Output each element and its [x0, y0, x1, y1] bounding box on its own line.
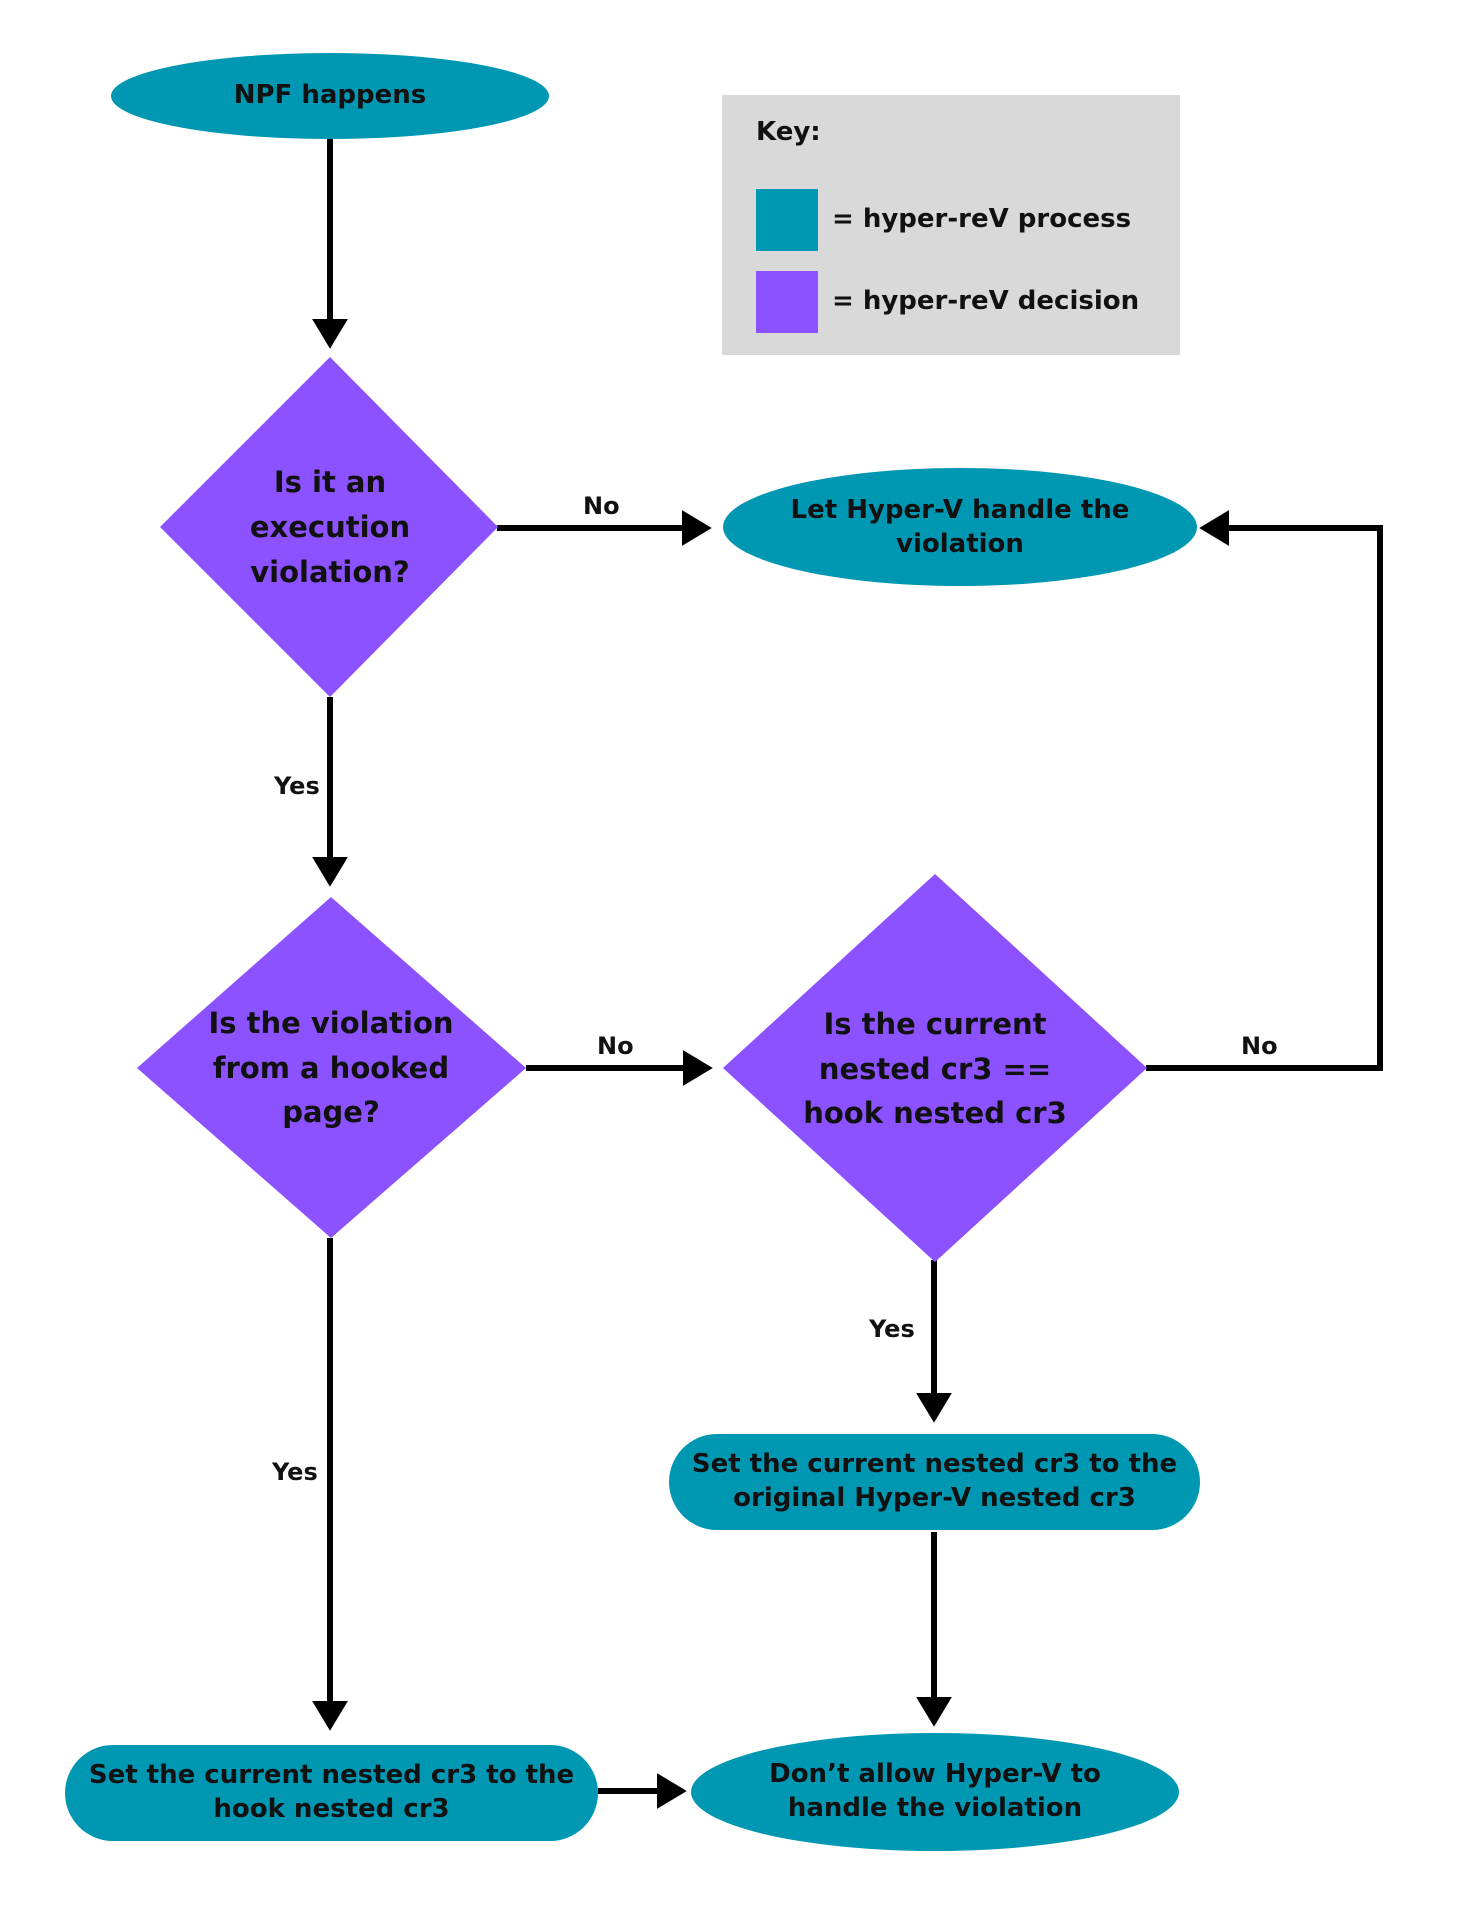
edge-label-hooked-no: No	[597, 1032, 634, 1060]
process-key-label: = hyper-reV process	[832, 204, 1132, 234]
set-hook-node	[65, 1745, 598, 1841]
start-node-label: NPF happens	[233, 80, 427, 111]
edge-label-exec-yes: Yes	[274, 772, 320, 800]
let-hyperv-node	[723, 468, 1197, 586]
let-hyperv-label: Let Hyper-V handle the violation	[790, 495, 1130, 559]
set-original-node	[669, 1434, 1200, 1530]
set-original-label: Set the current nested cr3 to the origin…	[691, 1449, 1178, 1513]
edge-label-hooked-yes: Yes	[272, 1458, 318, 1486]
decision-cr3	[723, 874, 1147, 1262]
start-node	[111, 53, 549, 139]
decision-hooked-page	[137, 897, 526, 1238]
connectors	[312, 138, 1383, 1809]
arrow-cr3-no	[1146, 510, 1383, 1071]
process-swatch	[756, 189, 818, 251]
decision-execution-label: Is it an execution violation?	[249, 465, 411, 589]
decision-cr3-label: Is the current nested cr3 == hook nested…	[803, 1006, 1067, 1131]
decision-hooked-page-label: Is the violation from a hooked page?	[208, 1005, 454, 1130]
key-legend: Key: = hyper-reV process = hyper-reV dec…	[722, 95, 1180, 355]
edge-label-cr3-yes: Yes	[869, 1315, 915, 1343]
set-hook-label: Set the current nested cr3 to the hook n…	[88, 1760, 575, 1824]
dont-allow-label: Don’t allow Hyper-V to handle the violat…	[769, 1759, 1101, 1823]
edge-label-cr3-no: No	[1241, 1032, 1278, 1060]
edge-label-exec-no: No	[583, 492, 620, 520]
decision-key-label: = hyper-reV decision	[832, 286, 1140, 316]
decision-swatch	[756, 271, 818, 333]
key-title: Key:	[756, 117, 821, 147]
decision-execution	[160, 357, 498, 697]
dont-allow-node	[691, 1733, 1179, 1851]
